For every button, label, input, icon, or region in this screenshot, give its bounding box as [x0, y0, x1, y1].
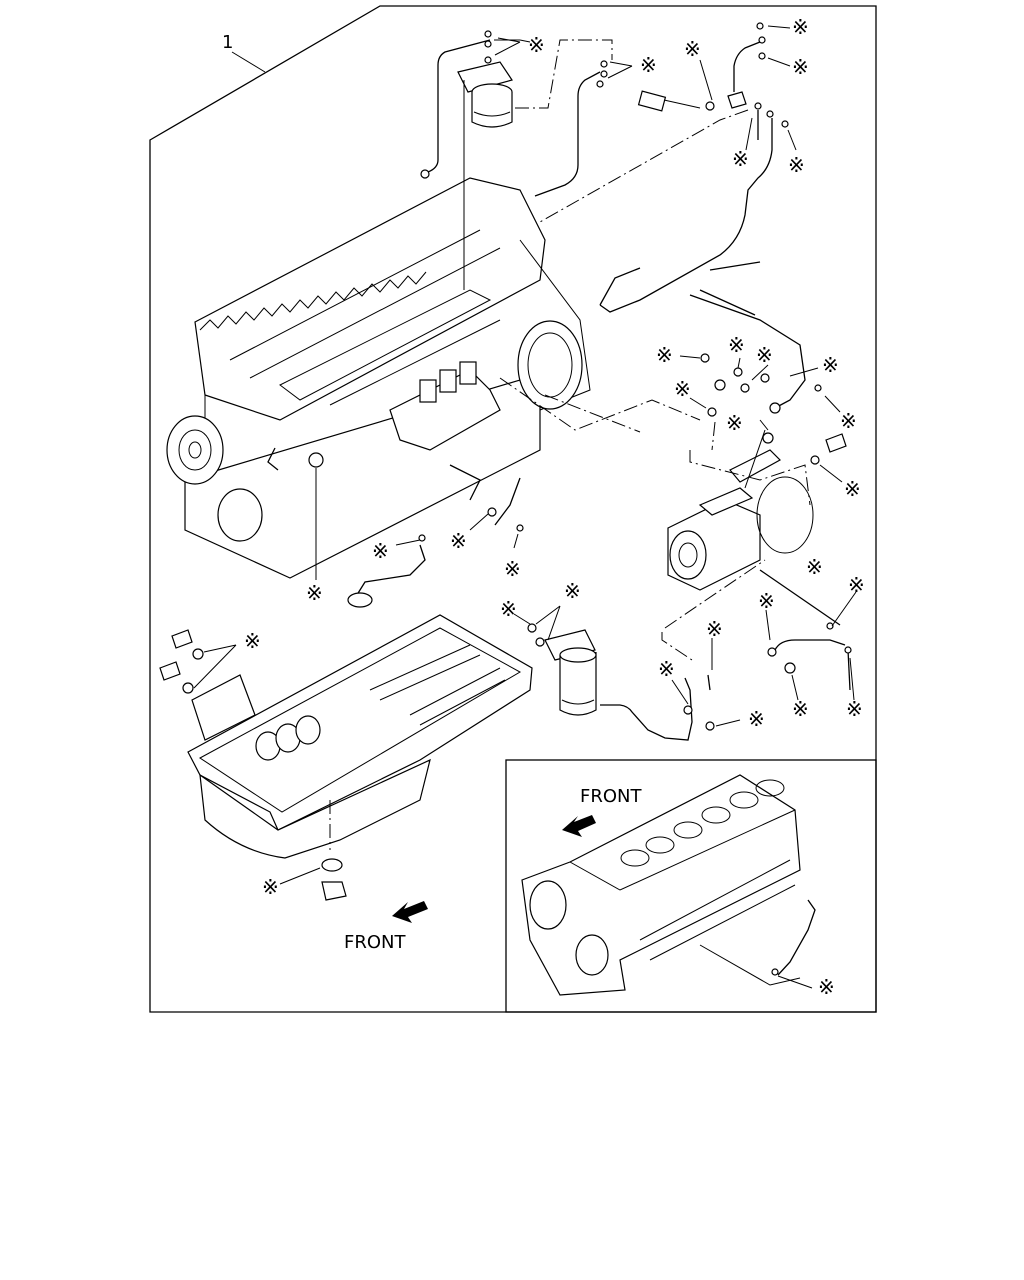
asterisk-marker: ※ — [792, 697, 809, 721]
asterisk-marker: ※ — [684, 37, 701, 61]
front-arrow-main — [392, 901, 428, 923]
inset-frame — [505, 759, 877, 1013]
callout-leader — [231, 51, 266, 73]
asterisk-marker: ※ — [726, 411, 743, 435]
engine-block — [166, 177, 591, 579]
asterisk-marker: ※ — [244, 629, 261, 653]
asterisk-marker: ※ — [846, 697, 863, 721]
pipe-lower-right — [774, 639, 846, 651]
oil-pan-plate — [191, 674, 321, 761]
pipe-filter-to-pump — [600, 677, 693, 741]
inset-oil-pipe — [777, 899, 816, 976]
asterisk-marker: ※ — [806, 555, 823, 579]
asterisk-marker: ※ — [788, 153, 805, 177]
asterisk-marker: ※ — [748, 707, 765, 731]
fuel-pipe-middle — [534, 71, 601, 197]
asterisk-marker: ※ — [504, 557, 521, 581]
asterisk-marker: ※ — [792, 55, 809, 79]
inset-cylinder-block — [521, 774, 801, 996]
asterisk-marker: ※ — [564, 579, 581, 603]
asterisk-marker: ※ — [372, 539, 389, 563]
diagram-frame — [149, 5, 877, 1013]
asterisk-marker: ※ — [656, 343, 673, 367]
asterisk-marker: ※ — [840, 409, 857, 433]
front-label-inset: FRONT — [580, 786, 642, 807]
asterisk-marker: ※ — [450, 529, 467, 553]
supply-pump — [667, 429, 814, 591]
fuel-pipe-left — [427, 39, 491, 173]
fuel-filter-top — [457, 61, 513, 290]
asterisk-marker: ※ — [500, 597, 517, 621]
asterisk-marker: ※ — [844, 477, 861, 501]
asterisk-marker: ※ — [528, 33, 545, 57]
asterisk-marker: ※ — [848, 573, 865, 597]
asterisk-marker: ※ — [818, 975, 835, 999]
asterisk-marker: ※ — [822, 353, 839, 377]
sensor-top-right — [637, 90, 747, 112]
asterisk-marker: ※ — [792, 15, 809, 39]
front-arrow-inset — [562, 815, 596, 837]
fuel-filter-lower — [544, 629, 597, 716]
asterisk-marker: ※ — [732, 147, 749, 171]
fuel-pipe-top-right — [733, 41, 761, 92]
asterisk-marker: ※ — [756, 343, 773, 367]
asterisk-marker: ※ — [640, 53, 657, 77]
oil-pan — [187, 614, 533, 859]
asterisk-marker: ※ — [728, 333, 745, 357]
callout-number: 1 — [222, 32, 233, 53]
asterisk-marker: ※ — [262, 875, 279, 899]
asterisk-markers: ※ ※ ※ ※ ※ ※ ※ ※ ※ ※ ※ ※ ※ ※ ※ ※ ※ ※ ※ — [193, 15, 865, 999]
asterisk-marker: ※ — [306, 581, 323, 605]
oil-pipe — [354, 544, 426, 599]
front-label-main: FRONT — [344, 932, 406, 953]
fuel-pipe-long-right — [599, 118, 773, 313]
asterisk-marker: ※ — [758, 589, 775, 613]
asterisk-marker: ※ — [658, 657, 675, 681]
asterisk-marker: ※ — [706, 617, 723, 641]
asterisk-marker: ※ — [674, 377, 691, 401]
